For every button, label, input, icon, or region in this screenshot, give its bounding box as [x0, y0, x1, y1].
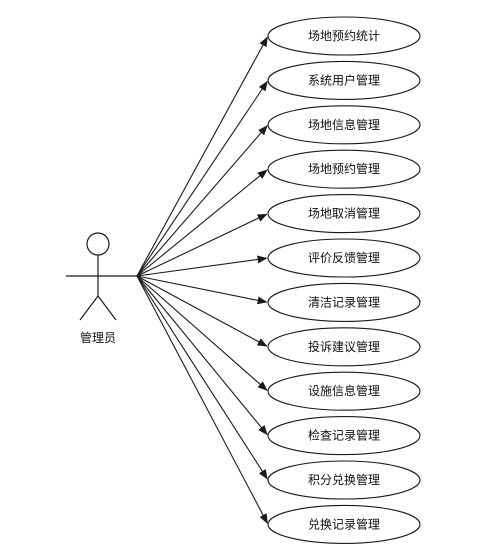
use-case: 积分兑换管理: [267, 460, 421, 500]
association-arrow: [136, 275, 268, 347]
association-arrow: [136, 36, 268, 277]
use-case-ellipse: [267, 371, 421, 411]
use-case: 评价反馈管理: [267, 238, 421, 278]
use-case-label: 场地预约管理: [308, 161, 380, 176]
use-case-label: 兑换记录管理: [308, 516, 380, 531]
use-case: 检查记录管理: [267, 416, 421, 456]
actor-left-leg: [79, 295, 99, 321]
use-case-ellipse: [267, 327, 421, 367]
use-case-ellipse: [267, 194, 421, 234]
association-arrow: [136, 275, 268, 305]
use-case-label: 系统用户管理: [308, 72, 380, 87]
use-case-ellipse: [267, 238, 421, 278]
use-case: 场地预约管理: [267, 149, 421, 189]
association-arrow: [136, 169, 268, 277]
use-case-label: 清洁记录管理: [308, 294, 380, 309]
use-case-group: 场地预约统计系统用户管理场地信息管理场地预约管理场地取消管理评价反馈管理清洁记录…: [267, 16, 421, 544]
association-arrow: [136, 213, 268, 277]
association-arrow: [136, 255, 268, 277]
association-lines: [136, 36, 268, 524]
use-case: 场地预约统计: [267, 16, 421, 56]
use-case: 场地信息管理: [267, 105, 421, 145]
use-case-ellipse: [267, 105, 421, 145]
use-case: 设施信息管理: [267, 371, 421, 411]
use-case-ellipse: [267, 60, 421, 100]
use-case: 清洁记录管理: [267, 282, 421, 322]
use-case-ellipse: [267, 16, 421, 56]
association-arrow: [136, 275, 268, 436]
use-case-label: 场地信息管理: [308, 117, 380, 132]
use-case-ellipse: [267, 460, 421, 500]
use-case: 系统用户管理: [267, 60, 421, 100]
use-case: 投诉建议管理: [267, 327, 421, 367]
use-case-label: 积分兑换管理: [308, 472, 380, 487]
use-case-label: 投诉建议管理: [308, 339, 380, 354]
actor-right-leg: [97, 295, 117, 321]
use-case: 场地取消管理: [267, 194, 421, 234]
association-arrow: [136, 275, 268, 524]
use-case-ellipse: [267, 149, 421, 189]
association-arrow: [136, 80, 268, 277]
use-case-ellipse: [267, 416, 421, 456]
actor-head: [86, 232, 110, 256]
use-case: 兑换记录管理: [267, 504, 421, 544]
actor-figure: 管理员: [66, 232, 137, 345]
actor-label: 管理员: [80, 330, 116, 345]
association-arrow: [136, 275, 268, 480]
use-case-ellipse: [267, 504, 421, 544]
use-case-label: 设施信息管理: [308, 383, 380, 398]
association-arrow: [136, 125, 268, 277]
association-arrow: [136, 275, 268, 391]
use-case-label: 检查记录管理: [308, 428, 380, 443]
use-case-label: 评价反馈管理: [308, 250, 380, 265]
use-case-ellipse: [267, 282, 421, 322]
use-case-label: 场地预约统计: [308, 28, 380, 43]
use-case-label: 场地取消管理: [308, 206, 380, 221]
